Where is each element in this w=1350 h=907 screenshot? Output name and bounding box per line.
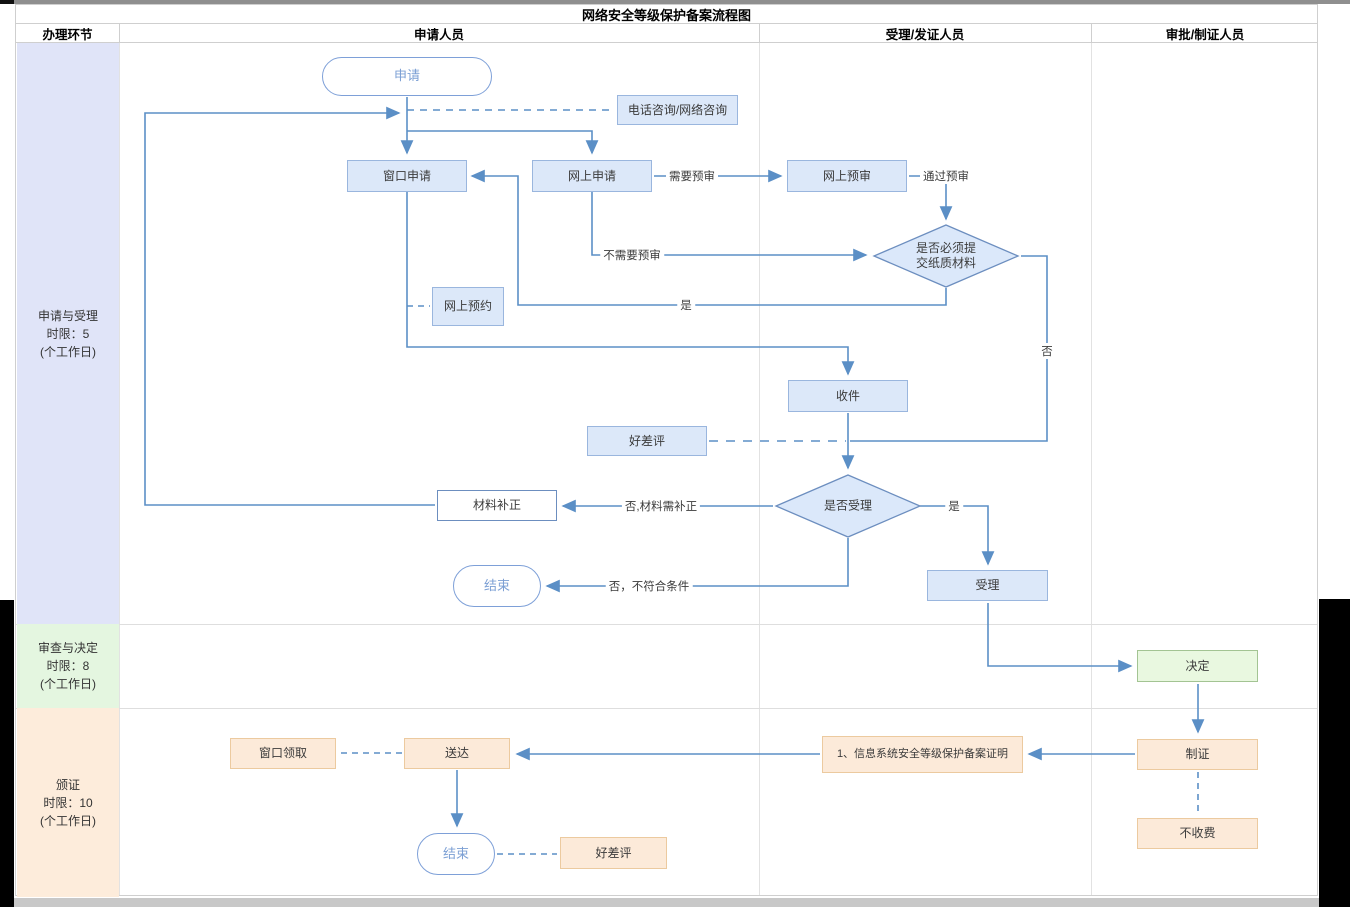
edge-label-no-paper: 否 (1038, 343, 1056, 359)
edge-label-no-reject: 否，不符合条件 (605, 578, 693, 594)
node-material-fix: 材料补正 (437, 490, 557, 521)
lane-label-line: (个工作日) (40, 813, 96, 828)
lane-label-line: 审查与决定 (37, 641, 98, 655)
edge-accept-to-decide (987, 603, 1133, 673)
swimlane-header-row: 办理环节 申请人员 受理/发证人员 审批/制证人员 (15, 23, 1318, 43)
node-apply-start: 申请 (322, 57, 492, 96)
decision-text-line: 是否必须提 (915, 241, 977, 255)
top-border-bar (0, 0, 1350, 4)
node-no-fee: 不收费 (1137, 818, 1258, 849)
lane-label-line: (个工作日) (40, 677, 96, 691)
edge-paperq-yes-to-window (470, 169, 947, 306)
node-review-top: 好差评 (587, 426, 707, 456)
lane-label-line: 时限：5 (46, 326, 90, 341)
node-online-appointment: 网上预约 (432, 287, 504, 326)
column-header-acceptor: 受理/发证人员 (885, 27, 965, 42)
node-phone-consult: 电话咨询/网络咨询 (617, 95, 738, 125)
edge-label-yes-paper: 是 (677, 297, 695, 313)
edge-apply-to-online (407, 130, 599, 155)
edge-label-no-fix: 否,材料需补正 (621, 498, 701, 514)
node-decide: 决定 (1137, 650, 1258, 682)
lane-divider (1091, 43, 1092, 895)
node-receive: 收件 (788, 380, 908, 412)
node-make-cert: 制证 (1137, 739, 1258, 770)
top-left-corner (0, 0, 14, 4)
node-accept: 受理 (927, 570, 1048, 601)
left-black-margin (0, 600, 14, 907)
edge-materialfix-loopback (144, 106, 435, 506)
node-deliver: 送达 (404, 738, 510, 769)
node-window-apply: 窗口申请 (347, 160, 467, 192)
lane-label-line: 颁证 (55, 777, 80, 792)
decision-diamond-paper-required (872, 224, 1020, 288)
bottom-border-bar (14, 898, 1319, 907)
header-divider (119, 24, 120, 42)
decision-diamond-accept (774, 474, 922, 538)
decision-text-line: 交纸质材料 (915, 256, 977, 270)
edge-acceptq-to-accept (920, 505, 995, 566)
node-end-bottom: 结束 (417, 833, 495, 875)
row-divider (16, 624, 1317, 625)
edge-label-need-preview: 需要预审 (666, 168, 718, 184)
node-end-mid: 结束 (453, 565, 541, 607)
node-review-bottom: 好差评 (560, 837, 667, 869)
lane-divider (119, 43, 120, 895)
lane-label-review-decide: 审查与决定 时限：8 (个工作日) (17, 624, 119, 708)
lane-label-apply-accept: 申请与受理 时限：5 (个工作日) (17, 43, 119, 624)
edge-acceptq-to-end (545, 538, 849, 593)
lane-label-certify: 颁证 时限：10 (个工作日) (17, 708, 119, 897)
header-divider (759, 24, 760, 42)
column-header-approver: 审批/制证人员 (1165, 27, 1245, 42)
decision-accept-text: 是否受理 (823, 498, 873, 513)
lane-label-line: 申请与受理 (37, 308, 98, 323)
right-black-margin (1319, 599, 1350, 907)
column-header-applicant: 申请人员 (413, 27, 464, 42)
edge-window-to-receive (406, 192, 855, 376)
node-online-preview: 网上预审 (787, 160, 907, 192)
lane-divider (759, 43, 760, 895)
edge-label-yes-accept: 是 (945, 498, 963, 514)
column-header-stage: 办理环节 (42, 27, 93, 42)
header-divider (1091, 24, 1092, 42)
edge-label-pass-preview: 通过预审 (920, 168, 972, 184)
row-divider (16, 708, 1317, 709)
node-certificate-doc: 1、信息系统安全等级保护备案证明 (822, 736, 1023, 773)
node-window-pickup: 窗口领取 (230, 738, 336, 769)
lane-label-line: (个工作日) (40, 344, 96, 359)
node-online-apply: 网上申请 (532, 160, 652, 192)
lane-label-line: 时限：10 (43, 795, 93, 810)
edge-label-no-preview: 不需要预审 (600, 247, 664, 263)
edge-online-nopreview-to-paperq (591, 192, 868, 262)
lane-label-line: 时限：8 (46, 659, 90, 673)
decision-paper-required-text: 是否必须提 交纸质材料 (916, 241, 976, 271)
